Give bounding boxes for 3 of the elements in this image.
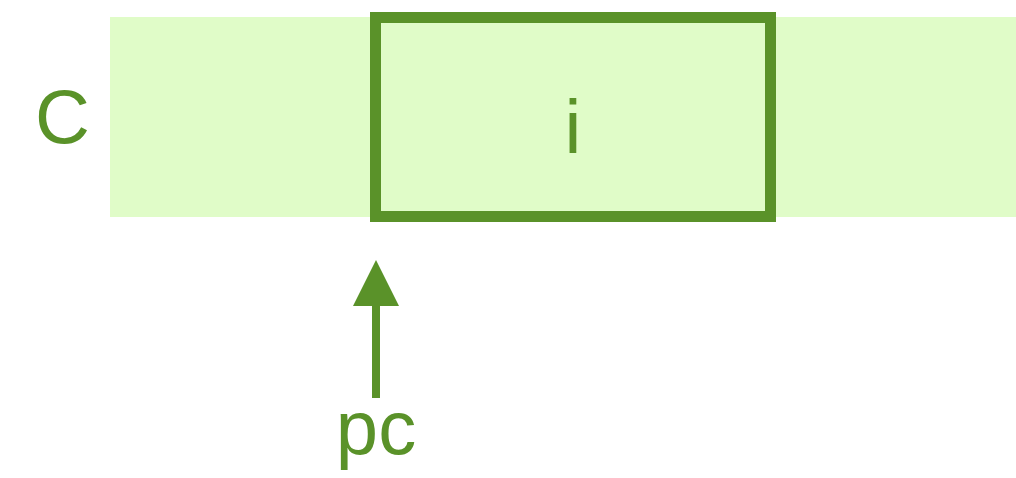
cell-label: i [564,89,582,165]
box [370,12,776,222]
row-label: C [35,79,90,155]
